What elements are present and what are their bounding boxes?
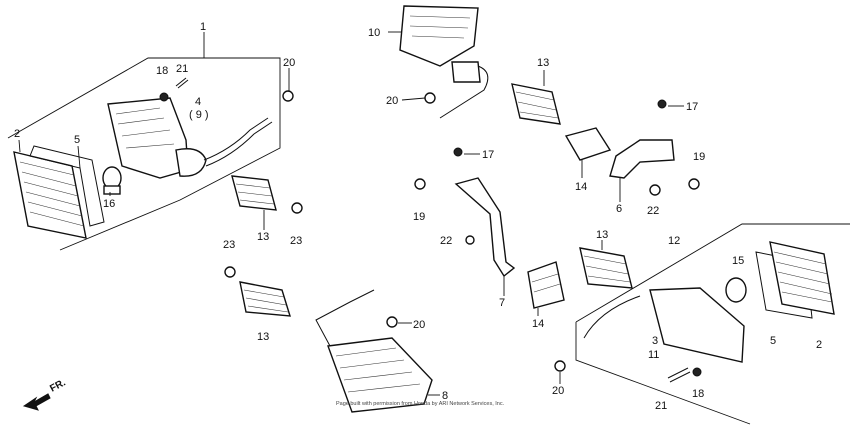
left-assembly-outline [7, 57, 281, 251]
callout-numbers: 1 2 5 16 18 21 4 ( 9 ) 20 13 23 23 13 10… [14, 21, 822, 412]
callout-23-a: 23 [290, 235, 302, 247]
callout-10: 10 [368, 27, 380, 39]
nut-22-a [649, 184, 661, 196]
callout-5-left: 5 [74, 134, 80, 146]
boot-13-left-lower [239, 281, 291, 317]
grommet-20-middle [386, 316, 398, 328]
rear-left-signal [315, 289, 433, 413]
callout-21-bottom: 21 [655, 400, 667, 412]
callout-18-top: 18 [156, 65, 168, 77]
callout-19-b: 19 [413, 211, 425, 223]
callout-3: 3 [652, 335, 658, 347]
screw-18-bottom [692, 367, 702, 377]
bolt-17-a [657, 99, 667, 109]
left-bulb [102, 166, 122, 195]
left-housing [107, 97, 207, 179]
right-housing [583, 287, 745, 363]
left-wires [203, 117, 273, 167]
right-bulb [725, 277, 747, 303]
footer-credit: Page built with permission from Honda by… [336, 401, 505, 407]
nut-19-a [688, 178, 700, 190]
nut-19-b [414, 178, 426, 190]
callout-22-b: 22 [440, 235, 452, 247]
callout-11: 11 [648, 349, 659, 361]
nut-22-b [465, 235, 475, 245]
callout-20-b: 20 [386, 95, 398, 107]
callout-17-b: 17 [482, 149, 494, 161]
boot-13-upper [511, 83, 561, 125]
callout-23-b: 23 [223, 239, 235, 251]
screw-21-top [175, 77, 189, 89]
callout-20-c: 20 [413, 319, 425, 331]
callout-13-a: 13 [257, 231, 269, 243]
callout-18-bottom: 18 [692, 388, 704, 400]
callout-17-a: 17 [686, 101, 698, 113]
callout-5-right: 5 [770, 335, 776, 347]
callout-22-a: 22 [647, 205, 659, 217]
right-lens [769, 241, 835, 315]
callout-8: 8 [442, 390, 448, 402]
callout-13-c: 13 [537, 57, 549, 69]
screw-18-top [159, 92, 169, 102]
right-assembly-outline [575, 223, 850, 425]
callout-13-b: 13 [257, 331, 269, 343]
callout-4: 4 [195, 96, 201, 108]
callout-14-b: 14 [532, 318, 544, 330]
rear-upper-signal [399, 5, 489, 119]
callout-13-d: 13 [596, 229, 608, 241]
nut-23-a [291, 202, 303, 214]
screw-21-bottom [667, 367, 691, 383]
direction-label: FR. [48, 377, 68, 394]
reflector-14-upper [564, 127, 612, 161]
callout-15: 15 [732, 255, 744, 267]
grommet-20-top [282, 90, 294, 102]
callout-20-d: 20 [552, 385, 564, 397]
callout-16: 16 [103, 198, 115, 210]
callout-19-a: 19 [693, 151, 705, 163]
bracket-6 [609, 139, 675, 179]
left-gasket [29, 145, 105, 227]
callout-2-left: 2 [14, 128, 20, 140]
front-direction-arrow-icon [22, 393, 51, 411]
bracket-7 [454, 177, 516, 278]
callout-12: 12 [668, 235, 680, 247]
grommet-20-upper [424, 92, 436, 104]
leader-lines [18, 31, 684, 396]
callout-7: 7 [499, 297, 505, 309]
boot-13-left-upper [231, 175, 277, 211]
nut-23-b [224, 266, 236, 278]
bolt-17-b [453, 147, 463, 157]
callout-2-right: 2 [816, 339, 822, 351]
callout-1: 1 [200, 21, 206, 33]
reflector-14-lower [527, 261, 565, 309]
callout-6: 6 [616, 203, 622, 215]
left-lens [13, 151, 87, 239]
boot-13-right [579, 247, 633, 289]
callout-21-top: 21 [176, 63, 188, 75]
callout-14-a: 14 [575, 181, 587, 193]
callout-9: ( 9 ) [189, 109, 209, 121]
callout-20-a: 20 [283, 57, 295, 69]
grommet-20-bottom [554, 360, 566, 372]
